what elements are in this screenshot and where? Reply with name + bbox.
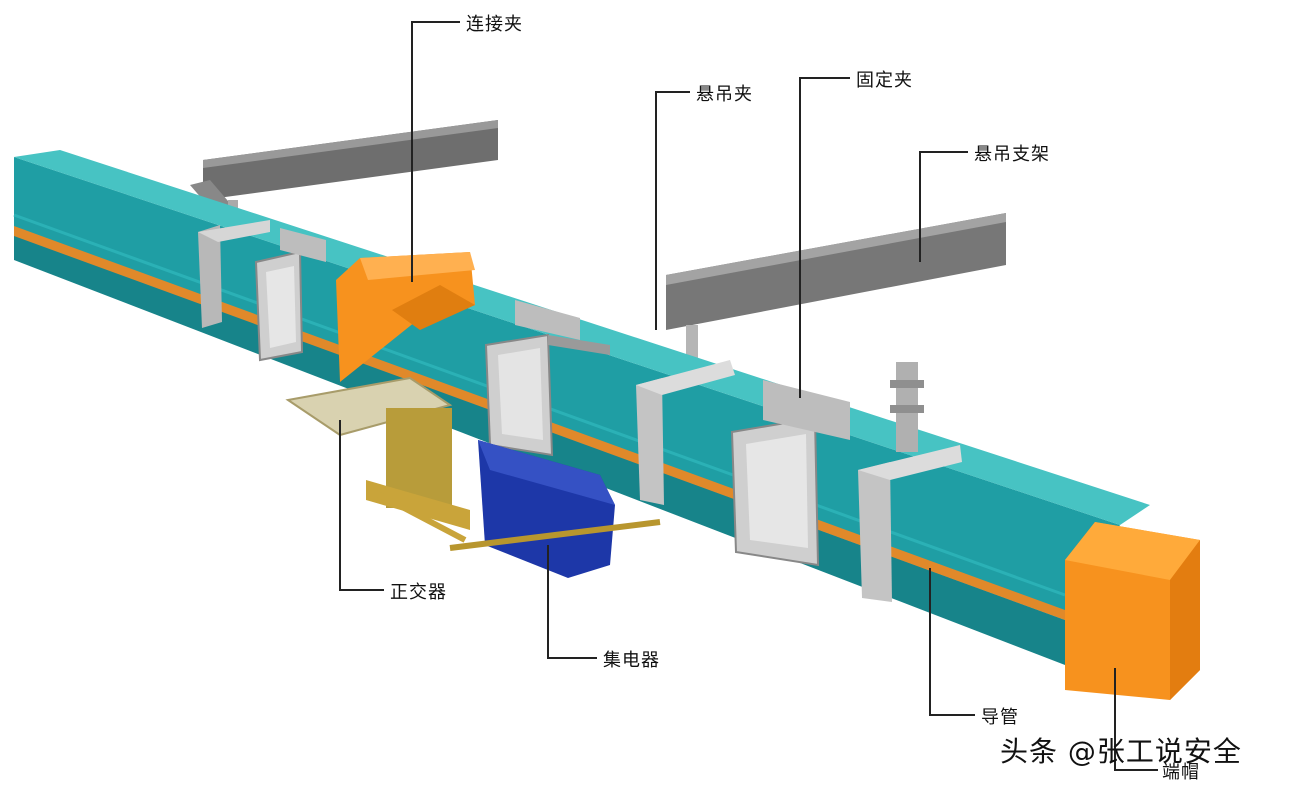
hanging-clamp-middle xyxy=(636,360,735,505)
end-cap xyxy=(1065,522,1200,700)
hanging-clamp-left xyxy=(198,220,270,328)
connector-clamp xyxy=(336,252,475,382)
watermark: 头条 @张工说安全 xyxy=(1000,735,1242,768)
label-conduit: 导管 xyxy=(981,707,1019,728)
label-end-cap: 端帽 xyxy=(1162,762,1200,783)
fixed-clamp-right xyxy=(730,380,850,567)
label-hanging-clamp: 悬吊夹 xyxy=(696,84,753,105)
hanging-clamp-right xyxy=(858,362,962,602)
right-hanging-bracket xyxy=(666,213,1006,370)
label-fixed-clamp: 固定夹 xyxy=(856,70,913,91)
label-hanging-bracket: 悬吊支架 xyxy=(974,144,1050,165)
label-orthogonal-device: 正交器 xyxy=(390,582,447,603)
label-current-collector: 集电器 xyxy=(603,650,660,671)
fixed-clamp-left xyxy=(254,228,326,362)
fixed-clamp-middle xyxy=(484,300,610,457)
current-collector xyxy=(449,440,661,578)
label-connector-clamp: 连接夹 xyxy=(466,14,523,35)
orthogonal-device xyxy=(285,376,470,543)
leader-lines xyxy=(339,21,1158,771)
